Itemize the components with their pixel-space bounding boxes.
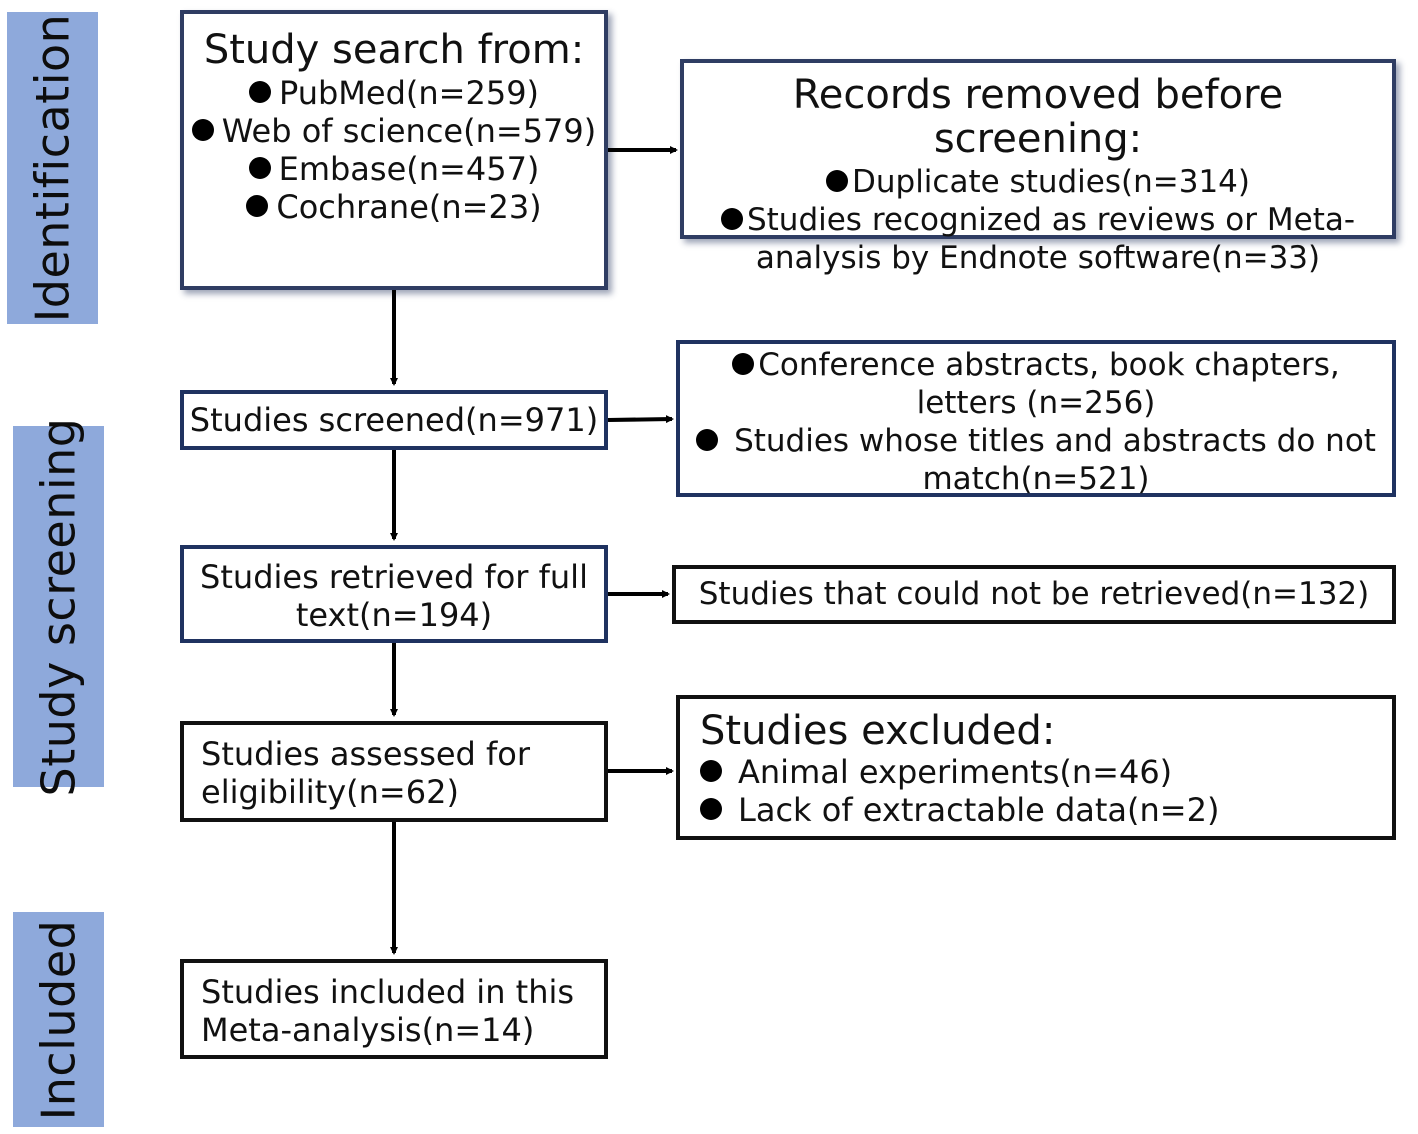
search-sources-box: Study search from: PubMed(n=259) Web of … — [180, 10, 608, 290]
excluded-title-mismatch: Studies whose titles and abstracts do no… — [680, 422, 1392, 460]
studies-excluded-heading: Studies excluded: — [700, 708, 1056, 754]
excluded-title-mismatch-cont: match(n=521) — [922, 461, 1150, 497]
bullet-icon — [248, 81, 271, 103]
search-sources-heading: Study search from: — [203, 27, 585, 73]
excluded-conference-abstracts-cont: letters (n=256) — [916, 385, 1156, 421]
bullet-icon — [720, 207, 743, 230]
bullet-icon — [700, 798, 722, 820]
studies-screened-box: Studies screened(n=971) — [180, 390, 608, 450]
bullet-icon — [191, 119, 214, 141]
search-source-embase: Embase(n=457) — [184, 150, 604, 188]
removed-duplicates: Duplicate studies(n=314) — [684, 163, 1392, 201]
search-source-pubmed: PubMed(n=259) — [184, 74, 604, 112]
studies-included-box: Studies included in this Meta-analysis(n… — [180, 959, 608, 1059]
search-source-web-of-science: Web of science(n=579) — [184, 112, 604, 150]
studies-screened-text: Studies screened(n=971) — [189, 401, 599, 439]
bullet-icon — [826, 169, 848, 192]
included-line-1: Studies included in this — [201, 973, 575, 1011]
studies-retrieved-line-2: text(n=194) — [295, 596, 493, 634]
bullet-icon — [700, 760, 722, 782]
screening-excluded-box: Conference abstracts, book chapters, let… — [676, 340, 1396, 497]
records-removed-box: Records removed before screening: Duplic… — [680, 59, 1396, 276]
removed-reviews: Studies recognized as reviews or Meta- — [684, 201, 1392, 239]
not-retrieved-box: Studies that could not be retrieved(n=13… — [672, 565, 1396, 624]
bullet-icon — [246, 195, 269, 217]
arrow-screened-to-excluded — [607, 415, 674, 424]
records-removed-heading: Records removed before screening: — [792, 72, 1284, 162]
assessed-eligibility-box: Studies assessed for eligibility(n=62) — [180, 721, 608, 822]
assessed-line-1: Studies assessed for — [201, 735, 531, 773]
bullet-icon — [696, 428, 719, 451]
phase-included: Included — [13, 912, 104, 1127]
excluded-lack-of-data: Lack of extractable data(n=2) — [700, 791, 1392, 829]
included-line-2: Meta-analysis(n=14) — [201, 1011, 535, 1049]
bullet-icon — [732, 352, 755, 375]
phase-study-screening: Study screening — [13, 417, 104, 796]
bullet-icon — [248, 157, 271, 179]
search-source-cochrane: Cochrane(n=23) — [184, 188, 604, 226]
studies-retrieved-box: Studies retrieved for full text(n=194) — [180, 545, 608, 643]
studies-excluded-box: Studies excluded: Animal experiments(n=4… — [676, 695, 1396, 840]
assessed-line-2: eligibility(n=62) — [201, 773, 459, 811]
not-retrieved-text: Studies that could not be retrieved(n=13… — [698, 576, 1370, 612]
excluded-animal-experiments: Animal experiments(n=46) — [700, 753, 1392, 791]
phase-identification: Identification — [7, 12, 98, 324]
studies-retrieved-line-1: Studies retrieved for full — [200, 558, 588, 596]
removed-reviews-cont: analysis by Endnote software(n=33) — [755, 240, 1321, 276]
excluded-conference-abstracts: Conference abstracts, book chapters, — [680, 346, 1392, 384]
